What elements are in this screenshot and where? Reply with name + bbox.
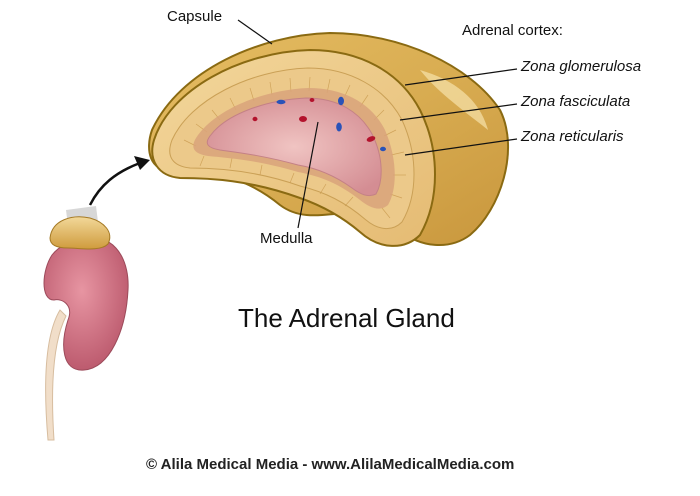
label-medulla: Medulla (260, 230, 313, 247)
kidney-illustration (43, 206, 129, 441)
cortex-striations (183, 76, 406, 219)
label-zona-reticularis: Zona reticularis (521, 128, 624, 145)
leader-fasciculata (399, 103, 518, 121)
copyright-credit: © Alila Medical Media - www.AlilaMedical… (146, 456, 515, 473)
gland-highlight (420, 70, 488, 130)
leader-capsule (237, 19, 273, 45)
small-adrenal-gland (49, 216, 111, 250)
diagram-title: The Adrenal Gland (238, 303, 455, 333)
leader-medulla (297, 121, 319, 229)
label-adrenal-cortex: Adrenal cortex: (462, 22, 563, 39)
medulla-vessels (252, 96, 386, 152)
medulla-region (206, 97, 382, 197)
leader-reticularis (404, 138, 518, 156)
leader-lines (237, 19, 518, 229)
zoom-arrowhead (134, 156, 150, 170)
ureter (45, 309, 67, 441)
label-capsule: Capsule (167, 8, 223, 25)
zoom-arrow (88, 161, 141, 206)
kidney (43, 237, 129, 371)
leader-glomerulosa (404, 68, 518, 86)
label-zona-fasciculata: Zona fasciculata (521, 93, 631, 110)
label-zona-glomerulosa: Zona glomerulosa (521, 58, 642, 75)
